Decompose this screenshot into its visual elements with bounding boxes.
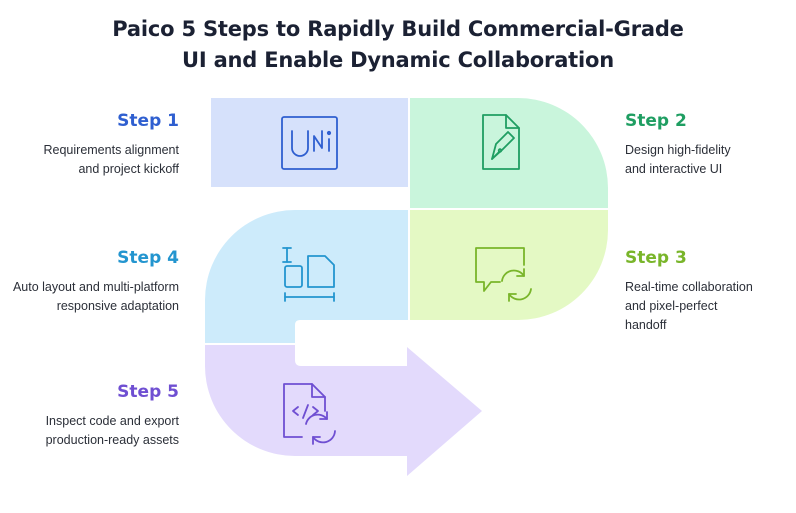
uni-logo-icon [281, 116, 338, 170]
step-3-label: Step 3 [625, 248, 687, 268]
chat-sync-icon [475, 247, 532, 302]
step-2-description: Design high-fidelity and interactive UI [625, 141, 731, 179]
step-5-line-1: Inspect code and export [45, 414, 179, 428]
step2-band [410, 98, 608, 208]
code-export-icon [283, 383, 336, 445]
step1-band [211, 98, 408, 187]
step-4-line-2: responsive adaptation [56, 299, 179, 313]
step-5-label: Step 5 [117, 382, 179, 402]
step-1-description: Requirements alignment and project kicko… [44, 141, 180, 179]
step5-band [205, 345, 482, 476]
step-3-line-2: and pixel-perfect [625, 299, 718, 313]
title-line-2: UI and Enable Dynamic Collaboration [182, 48, 614, 72]
step-1: Step 1 Requirements alignment and projec… [44, 111, 180, 179]
page-title: Paico 5 Steps to Rapidly Build Commercia… [0, 14, 796, 76]
step-1-label: Step 1 [117, 111, 179, 131]
step-1-line-1: Requirements alignment [43, 143, 180, 157]
step-5-description: Inspect code and export production-ready… [46, 412, 179, 450]
step-2-line-1: Design high-fidelity [625, 143, 731, 157]
step-3-line-1: Real-time collaboration [625, 280, 753, 294]
step-3-line-3: handoff [625, 318, 667, 332]
pen-tool-icon [482, 114, 520, 170]
step4-band [205, 210, 408, 343]
layout-icon [282, 247, 335, 302]
step-4-description: Auto layout and multi-platform responsiv… [13, 278, 179, 316]
step-2-line-2: and interactive UI [625, 162, 723, 176]
step-2: Step 2 Design high-fidelity and interact… [625, 111, 731, 179]
step-3-description: Real-time collaboration and pixel-perfec… [625, 278, 753, 335]
step-1-line-2: and project kickoff [78, 162, 179, 176]
step-5: Step 5 Inspect code and export productio… [46, 382, 179, 450]
title-line-1: Paico 5 Steps to Rapidly Build Commercia… [112, 17, 684, 41]
step-4-label: Step 4 [117, 248, 179, 268]
step-3: Step 3 Real-time collaboration and pixel… [625, 248, 753, 335]
step-4: Step 4 Auto layout and multi-platform re… [13, 248, 179, 316]
step-5-line-2: production-ready assets [45, 433, 179, 447]
step3-band [410, 210, 608, 320]
step-2-label: Step 2 [625, 111, 687, 131]
step-4-line-1: Auto layout and multi-platform [12, 280, 179, 294]
